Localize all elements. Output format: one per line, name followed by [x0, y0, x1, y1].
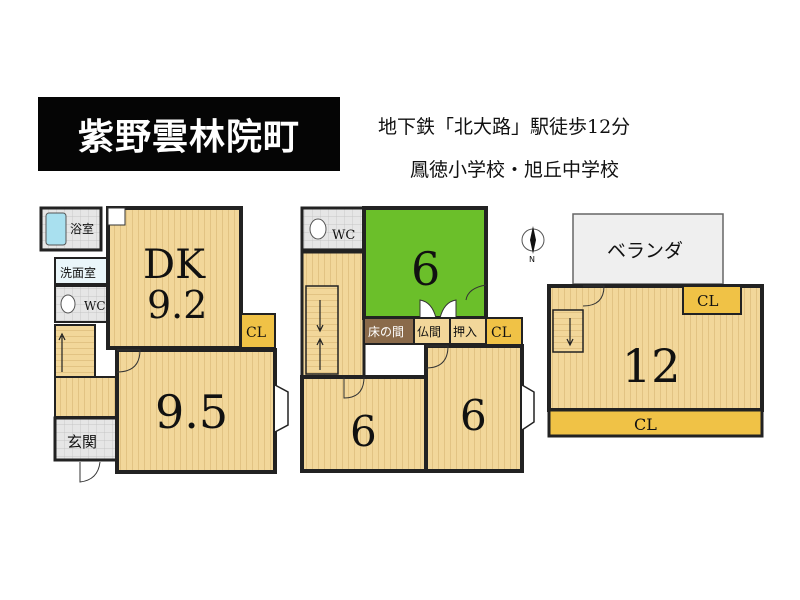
entrance-door-swing	[79, 461, 101, 483]
room-2f-left-size: 6	[350, 407, 377, 456]
closet-1f-label: CL	[246, 325, 266, 341]
station-access: 地下鉄「北大路」駅徒歩12分	[378, 116, 631, 138]
butsuma-label: 仏間	[417, 325, 441, 339]
stairs-3f-arrow-icon	[566, 318, 574, 347]
closet-2f	[485, 317, 523, 347]
entrance-label: 玄関	[67, 433, 97, 451]
room-12-size: 12	[622, 339, 681, 393]
bathtub-icon	[45, 212, 67, 246]
bath-label: 浴室	[70, 221, 94, 236]
bay-window-2f	[521, 384, 535, 431]
dk-label: DK	[143, 242, 206, 288]
stairs-3f	[552, 309, 584, 353]
closet-3f-bottom	[547, 408, 764, 438]
room-2f-right	[424, 344, 524, 473]
toilet-icon	[60, 294, 76, 314]
stairs-up-arrow-2f-icon	[316, 337, 324, 370]
floor-1: 浴室 洗面室 WC 玄関 DK 9.2 CL 9.5	[39, 206, 289, 483]
school-district: 鳳徳小学校・旭丘中学校	[410, 159, 620, 181]
butsuma	[413, 317, 451, 345]
oshiire	[449, 317, 487, 345]
dk-room	[106, 206, 243, 350]
room-9-5-size: 9.5	[155, 385, 228, 439]
closet-2f-label: CL	[491, 325, 511, 341]
washroom-label: 洗面室	[60, 265, 96, 280]
entrance-area	[53, 416, 119, 462]
stairs-2f	[305, 285, 339, 375]
closet-3f-top	[682, 285, 742, 315]
stairs-down-arrow-icon	[316, 300, 324, 333]
closet-3f-top-label: CL	[697, 292, 718, 310]
room-2f-left	[300, 375, 428, 473]
tatami-room-size: 6	[411, 242, 440, 296]
oshiire-label: 押入	[453, 325, 477, 339]
closet-3f-bottom-label: CL	[634, 415, 657, 434]
dk-size: 9.2	[147, 283, 207, 327]
stairs-1f	[54, 324, 96, 378]
tokonoma	[363, 317, 415, 345]
toilet-2f-label: WC	[332, 228, 355, 243]
stairs-up-arrow-icon	[58, 332, 66, 372]
veranda-label: ベランダ	[607, 240, 683, 262]
bay-window-1f	[274, 384, 289, 433]
compass: N	[521, 226, 545, 264]
tokonoma-label: 床の間	[368, 325, 404, 339]
floor-3: ベランダ CL 12 CL	[547, 213, 764, 438]
room-2f-right-size: 6	[460, 391, 487, 440]
floor-2: WC 6 床の間 仏間 押入 CL 6 6	[300, 206, 535, 473]
hallway-1f	[54, 376, 118, 418]
compass-north: N	[529, 255, 535, 264]
area-name: 紫野雲林院町	[77, 116, 300, 158]
area-banner: 紫野雲林院町	[38, 97, 340, 171]
toilet-2f-icon	[309, 218, 327, 240]
toilet-label: WC	[84, 299, 106, 313]
